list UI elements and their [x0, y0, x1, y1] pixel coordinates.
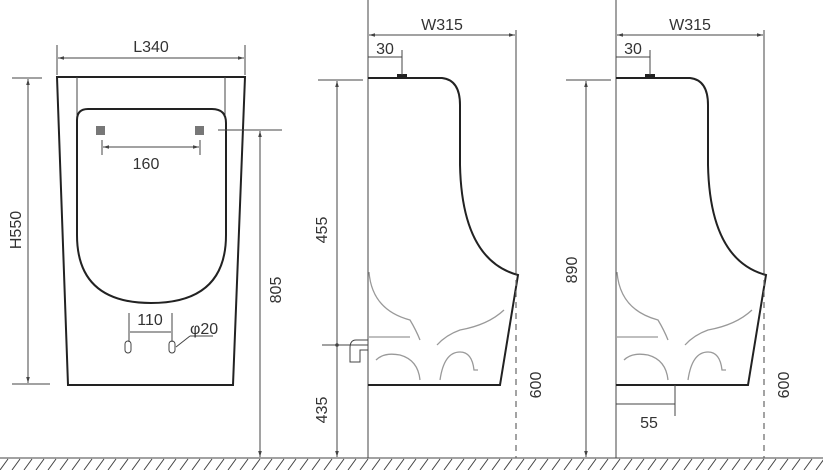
height-label: H550: [8, 211, 25, 249]
floor-hatch-mark: [587, 458, 597, 470]
floor-hatch-mark: [467, 458, 477, 470]
floor-hatch-mark: [299, 458, 309, 470]
floor-hatch-mark: [23, 458, 33, 470]
floor-hatch-mark: [347, 458, 357, 470]
floor-hatch-mark: [683, 458, 693, 470]
drain-height-label: 600: [528, 372, 545, 399]
floor-hatch-mark: [419, 458, 429, 470]
depth-label: W315: [421, 17, 463, 34]
floor-hatch-mark: [35, 458, 45, 470]
sensor-spacing-label: 160: [133, 156, 160, 173]
sensor-square-icon: [195, 126, 204, 135]
bottom-offset-label: 55: [640, 415, 658, 432]
floor-hatch-mark: [119, 458, 129, 470]
floor-hatch-mark: [227, 458, 237, 470]
sensor-square-icon: [96, 126, 105, 135]
floor-hatch-mark: [83, 458, 93, 470]
floor-hatch-mark: [611, 458, 621, 470]
floor-hatch-mark: [0, 458, 9, 470]
inlet-offset-label: 30: [624, 41, 642, 58]
floor-hatch-mark: [11, 458, 21, 470]
floor-hatch-mark: [275, 458, 285, 470]
floor-hatch-mark: [71, 458, 81, 470]
floor-hatch-mark: [131, 458, 141, 470]
floor-hatch-mark: [695, 458, 705, 470]
floor-hatch-mark: [179, 458, 189, 470]
floor-hatch-mark: [815, 459, 823, 470]
floor-hatch-mark: [359, 458, 369, 470]
floor-hatch-mark: [203, 458, 213, 470]
floor-line: [0, 457, 823, 470]
floor-hatch-mark: [191, 458, 201, 470]
floor-hatch-mark: [647, 458, 657, 470]
front-bowl-outline: [76, 108, 227, 305]
lower-height-label: 435: [314, 397, 331, 424]
front-view: L340 160 H550 805 110 φ20: [8, 39, 285, 457]
floor-hatch-mark: [803, 458, 813, 470]
floor-hatch-mark: [431, 458, 441, 470]
floor-hatch-mark: [527, 458, 537, 470]
upper-height-label: 455: [314, 217, 331, 244]
width-label: L340: [133, 39, 169, 56]
floor-hatch-mark: [455, 458, 465, 470]
floor-hatch-mark: [395, 458, 405, 470]
floor-hatch-mark: [263, 458, 273, 470]
floor-hatch-mark: [635, 458, 645, 470]
floor-hatch-mark: [515, 458, 525, 470]
floor-hatch-mark: [443, 458, 453, 470]
floor-hatch-mark: [623, 458, 633, 470]
floor-hatch-mark: [671, 458, 681, 470]
floor-hatch-mark: [335, 458, 345, 470]
total-height-label: 890: [564, 257, 581, 284]
floor-hatch-mark: [47, 458, 57, 470]
floor-hatch-mark: [719, 458, 729, 470]
floor-hatch-mark: [779, 458, 789, 470]
floor-hatch-mark: [143, 458, 153, 470]
floor-hatch-mark: [539, 458, 549, 470]
floor-hatch-mark: [239, 458, 249, 470]
outlet-hole-icon: [124, 340, 132, 354]
floor-hatch-mark: [551, 458, 561, 470]
outlet-pipe-icon: [349, 339, 368, 363]
floor-hatch-mark: [95, 458, 105, 470]
floor-hatch-mark: [791, 458, 801, 470]
floor-hatch-mark: [707, 458, 717, 470]
floor-hatch-mark: [743, 458, 753, 470]
floor-hatch-mark: [311, 458, 321, 470]
floor-hatch-mark: [371, 458, 381, 470]
front-outline: [55, 76, 247, 386]
side-view-2: W315 30 890 600 55: [564, 0, 793, 458]
floor-hatch-mark: [155, 458, 165, 470]
floor-hatch-mark: [491, 458, 501, 470]
floor-hatch-mark: [107, 458, 117, 470]
floor-hatch-mark: [659, 458, 669, 470]
floor-hatch-mark: [575, 458, 585, 470]
floor-hatch-mark: [59, 458, 69, 470]
side-outline: [368, 77, 520, 386]
floor-hatch-mark: [599, 458, 609, 470]
floor-hatch-mark: [563, 458, 573, 470]
floor-hatch-mark: [251, 458, 261, 470]
mount-height-label: 805: [268, 277, 285, 304]
floor-hatch-mark: [287, 458, 297, 470]
outlet-hole-icon: [168, 340, 176, 354]
floor-hatch-mark: [503, 458, 513, 470]
floor-hatch-mark: [167, 458, 177, 470]
outlet-spacing-label: 110: [137, 312, 163, 329]
floor-hatch-mark: [479, 458, 489, 470]
floor-hatch-mark: [323, 458, 333, 470]
floor-hatch-mark: [407, 458, 417, 470]
floor-hatch-mark: [755, 458, 765, 470]
drain-height-label: 600: [776, 372, 793, 399]
side-outline: [616, 77, 768, 386]
outlet-diameter-label: φ20: [190, 321, 218, 338]
floor-hatch-mark: [767, 458, 777, 470]
floor-hatch-mark: [383, 458, 393, 470]
inlet-offset-label: 30: [376, 41, 394, 58]
side-view-1: W315 30 455 435 600: [314, 0, 545, 458]
floor-hatch-mark: [215, 458, 225, 470]
floor-hatch-mark: [731, 458, 741, 470]
depth-label: W315: [669, 17, 711, 34]
